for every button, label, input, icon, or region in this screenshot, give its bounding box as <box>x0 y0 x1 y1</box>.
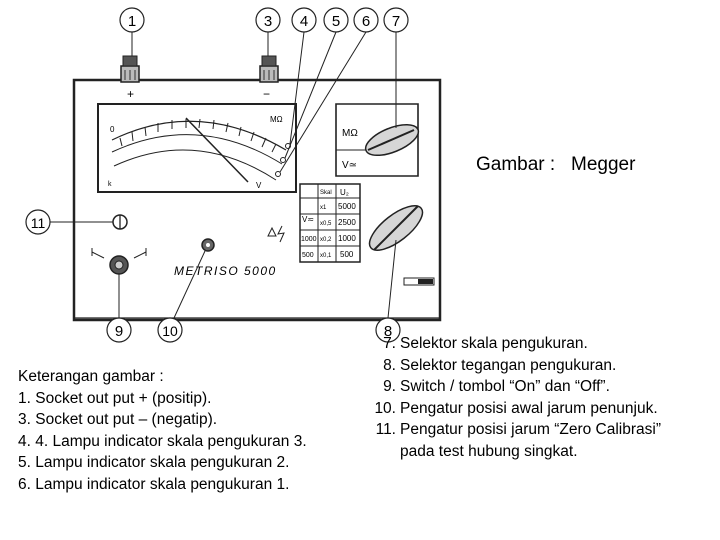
svg-text:11: 11 <box>31 215 46 231</box>
minus-sign: − <box>263 87 270 101</box>
legend-item-9: 9.Switch / tombol “On” dan “Off”. <box>383 378 610 396</box>
voltage-table-mult-3: x0,2 <box>320 237 332 243</box>
indicator-lamp-2 <box>280 157 286 163</box>
voltage-table-header-2: U₂ <box>340 188 349 197</box>
meter-window <box>97 103 297 193</box>
svg-text:5: 5 <box>332 13 340 30</box>
legend-item-4: 4. 4. Lampu indicator skala pengukuran 3… <box>18 432 307 450</box>
legend-title: Keterangan gambar : <box>18 368 164 385</box>
socket-positive <box>120 55 140 83</box>
legend-item-3: 3. Socket out put – (negatip). <box>18 411 218 429</box>
scale-arc-mid <box>111 134 283 165</box>
legend-item-11-continuation: pada test hubung singkat. <box>400 442 578 460</box>
scale-selector-top-label: MΩ <box>342 128 358 139</box>
legend-item-8: 8.Selektor tegangan pengukuran. <box>383 356 617 374</box>
brand-label: METRISO 5000 <box>174 264 277 278</box>
callout-1: 1 <box>119 7 145 56</box>
voltage-table-header-1: Skal <box>320 190 332 196</box>
scale-selector-bottom-label: V≃ <box>342 160 357 171</box>
callout-4: 4 <box>289 7 317 145</box>
legend-item-11: 11.Pengatur posisi jarum “Zero Calibrasi… <box>375 421 662 439</box>
scale-right-label: V <box>256 181 262 190</box>
voltage-table-value-1: 5000 <box>338 202 356 211</box>
voltage-table-left-1: V≂ <box>302 215 314 224</box>
callout-8: 8 <box>375 239 401 343</box>
callout-9: 9 <box>106 274 132 343</box>
scale-selector-knob <box>364 123 420 157</box>
svg-text:6: 6 <box>362 13 370 30</box>
legend-item-6: 6. Lampu indicator skala pengukuran 1. <box>18 475 290 493</box>
zero-calibration-knob <box>112 214 128 230</box>
svg-text:10: 10 <box>162 323 178 339</box>
callout-3: 3 <box>255 7 281 56</box>
callout-5: 5 <box>284 7 349 159</box>
voltage-table-value-2: 2500 <box>338 218 356 227</box>
svg-text:9: 9 <box>115 323 123 340</box>
svg-text:1: 1 <box>128 13 136 30</box>
legend-item-1: 1. Socket out put + (positip). <box>18 389 212 407</box>
voltage-table-value-3: 1000 <box>338 234 356 243</box>
legend-left: Keterangan gambar : 1. Socket out put + … <box>18 366 307 496</box>
svg-text:4: 4 <box>300 13 308 30</box>
legend-item-5: 5. Lampu indicator skala pengukuran 2. <box>18 454 290 472</box>
scale-unit: MΩ <box>270 115 283 124</box>
scale-bottom-left-label: k <box>108 181 112 188</box>
voltage-table-left-3: 500 <box>302 252 314 259</box>
maker-badge-mark <box>418 279 433 284</box>
callout-6: 6 <box>279 7 379 173</box>
meter-needle <box>185 117 249 183</box>
callout-10: 10 <box>157 250 206 343</box>
legend-item-10: 10.Pengatur posisi awal jarum penunjuk. <box>374 399 658 417</box>
scale-ticks <box>119 118 277 153</box>
callout-11: 11 <box>25 209 113 235</box>
scale-arc-inner <box>113 149 277 181</box>
indicator-lamp-1 <box>275 171 281 177</box>
svg-text:7: 7 <box>392 13 400 30</box>
scale-left-label: 0 <box>110 125 115 134</box>
warning-symbol <box>267 225 285 243</box>
plus-sign: + <box>127 87 134 101</box>
figure-caption: Gambar : Megger <box>476 154 636 175</box>
voltage-table-value-4: 500 <box>340 250 354 259</box>
on-off-switch <box>91 248 147 275</box>
callout-7: 7 <box>383 7 409 128</box>
voltage-table-mult-2: x0,5 <box>320 221 332 227</box>
svg-text:3: 3 <box>264 13 272 30</box>
voltage-table <box>299 183 361 263</box>
voltage-table-mult-1: x1 <box>320 205 327 211</box>
legend-item-7: 7.Selektor skala pengukuran. <box>383 335 588 352</box>
legend-right: 7.Selektor skala pengukuran. 8.Selektor … <box>358 333 661 463</box>
needle-zero-adjust <box>201 238 215 252</box>
socket-negative <box>259 55 279 83</box>
voltage-table-mult-4: x0,1 <box>320 253 332 259</box>
voltage-table-left-2: 1000 <box>301 236 317 243</box>
svg-text:8: 8 <box>384 323 392 340</box>
voltage-selector-knob <box>368 205 424 251</box>
